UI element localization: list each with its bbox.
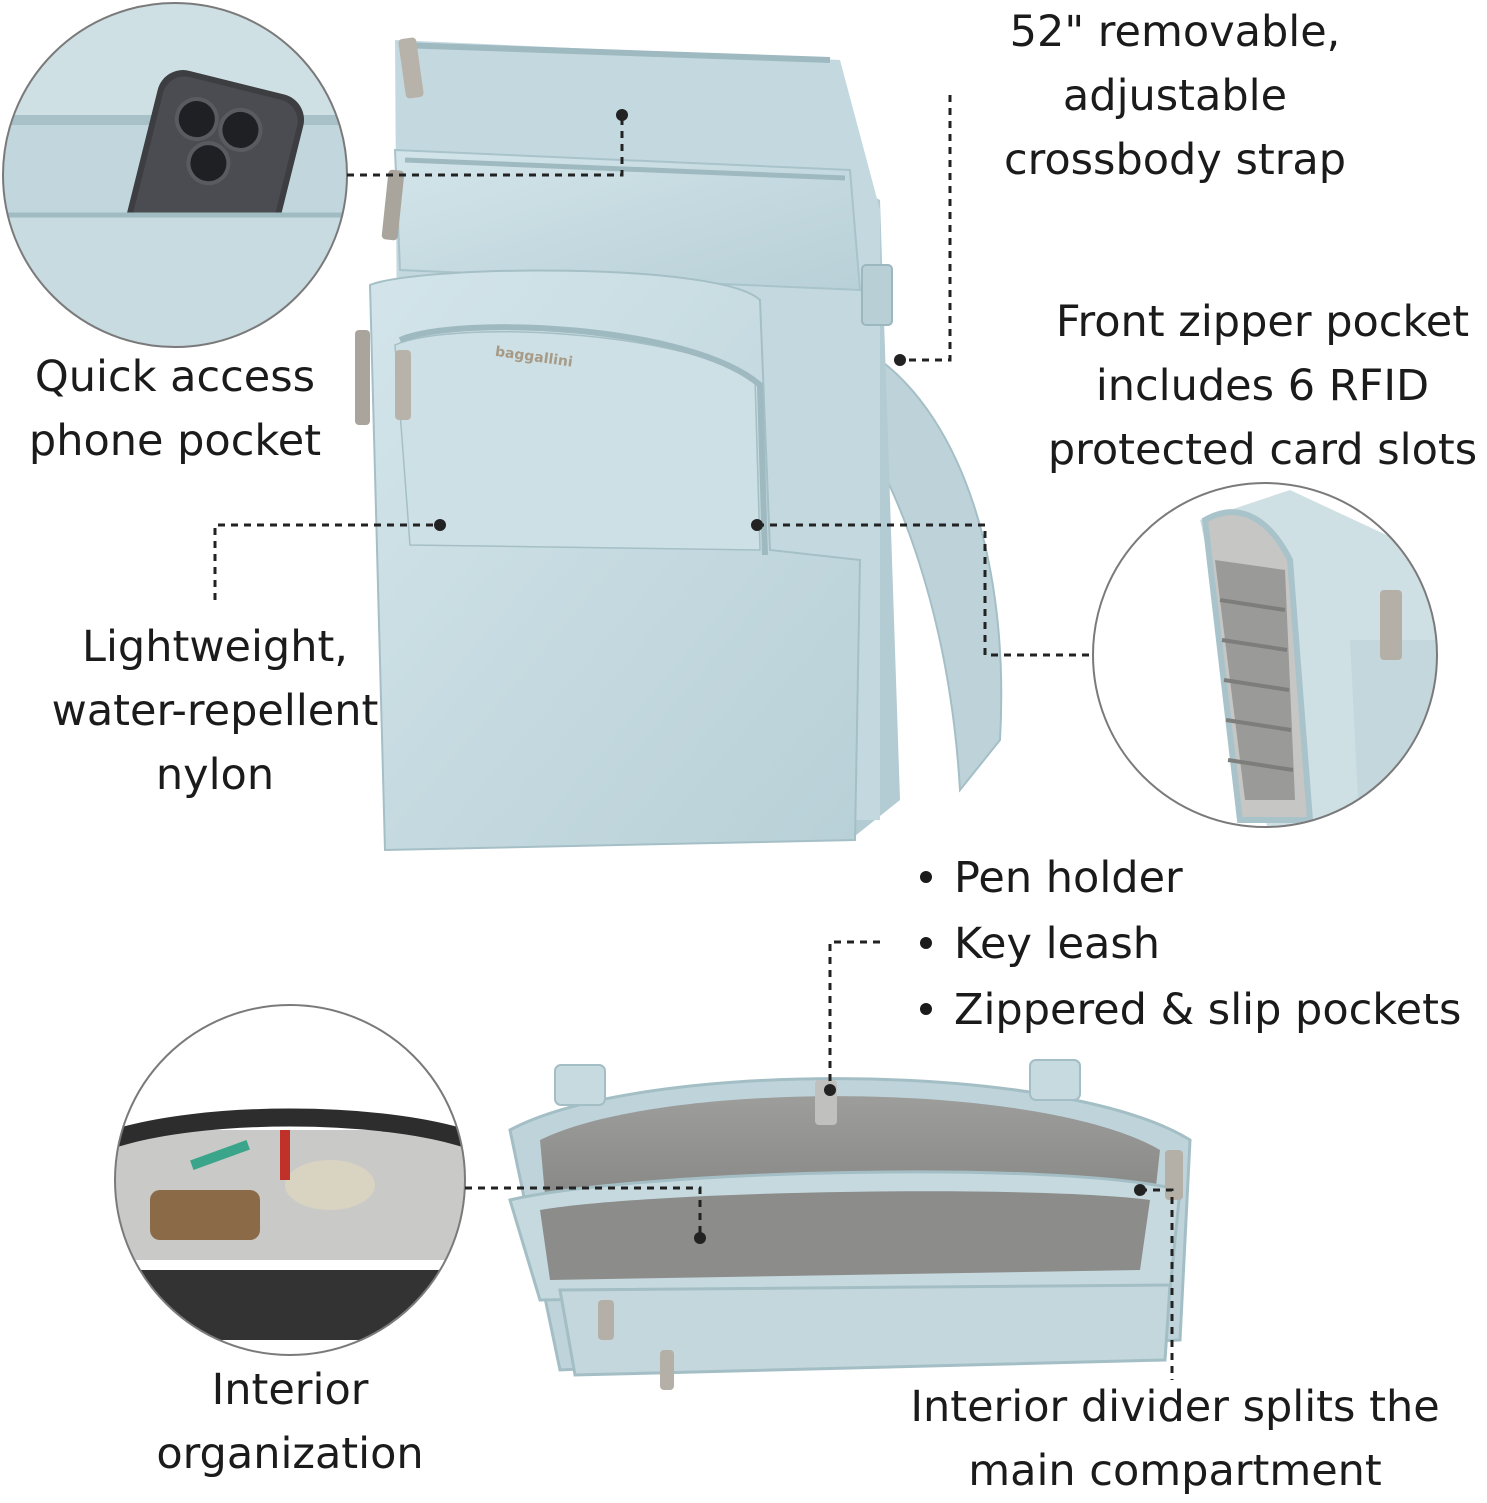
feature-key-leash: Key leash bbox=[954, 919, 1161, 969]
callout-strap-line-3: crossbody strap bbox=[1003, 135, 1347, 185]
feature-pockets: Zippered & slip pockets bbox=[954, 985, 1462, 1035]
bullet-dot bbox=[920, 936, 932, 949]
feature-item: Key leash bbox=[920, 911, 1461, 977]
callout-interior-organization-line-1: Interior bbox=[211, 1365, 369, 1415]
main-bag-image: baggallini bbox=[355, 37, 1003, 852]
feature-item: Pen holder bbox=[920, 845, 1461, 911]
callout-nylon: Lightweight, water-repellent nylon bbox=[35, 615, 395, 807]
callout-phone-pocket-line-2: phone pocket bbox=[28, 416, 322, 466]
callout-nylon-line-3: nylon bbox=[155, 750, 275, 800]
leader-divider bbox=[1140, 1188, 1174, 1380]
leader-lines bbox=[213, 95, 1174, 1380]
callout-strap-line-2: adjustable bbox=[1062, 71, 1288, 121]
callout-phone-pocket: Quick access phone pocket bbox=[15, 345, 335, 473]
interior-organization-photo bbox=[114, 1004, 466, 1356]
callout-strap: 52" removable, adjustable crossbody stra… bbox=[985, 0, 1365, 192]
callout-front-pocket: Front zipper pocket includes 6 RFID prot… bbox=[1040, 290, 1485, 482]
leader-phone bbox=[347, 115, 624, 177]
callout-divider-line-1: Interior divider splits the bbox=[910, 1382, 1440, 1432]
callout-interior-organization: Interior organization bbox=[140, 1358, 440, 1486]
leader-rfid bbox=[757, 523, 1090, 657]
callout-front-pocket-line-3: protected card slots bbox=[1047, 425, 1478, 475]
callout-nylon-line-1: Lightweight, bbox=[82, 622, 348, 672]
callout-phone-pocket-line-1: Quick access bbox=[34, 352, 316, 402]
callout-divider: Interior divider splits the main compart… bbox=[895, 1375, 1455, 1503]
leader-features bbox=[828, 940, 880, 1090]
leader-nylon bbox=[213, 523, 440, 600]
callout-strap-line-1: 52" removable, bbox=[1009, 7, 1341, 57]
leader-strap bbox=[900, 95, 952, 362]
open-bag-image bbox=[508, 1059, 1192, 1390]
leader-dots bbox=[434, 109, 1146, 1244]
callout-front-pocket-line-2: includes 6 RFID bbox=[1095, 361, 1430, 411]
features-list: Pen holder Key leash Zippered & slip poc… bbox=[920, 845, 1461, 1043]
rfid-pocket-photo bbox=[1092, 482, 1438, 828]
bullet-dot bbox=[920, 870, 932, 883]
bullet-dot bbox=[920, 1002, 932, 1015]
callout-divider-line-2: main compartment bbox=[968, 1446, 1382, 1496]
callout-front-pocket-line-1: Front zipper pocket bbox=[1055, 297, 1470, 347]
callout-interior-organization-line-2: organization bbox=[156, 1429, 424, 1479]
feature-item: Zippered & slip pockets bbox=[920, 977, 1461, 1043]
callout-nylon-line-2: water-repellent bbox=[51, 686, 379, 736]
phone-pocket-photo bbox=[2, 2, 348, 348]
leader-org bbox=[465, 1186, 702, 1238]
feature-pen-holder: Pen holder bbox=[954, 853, 1183, 903]
